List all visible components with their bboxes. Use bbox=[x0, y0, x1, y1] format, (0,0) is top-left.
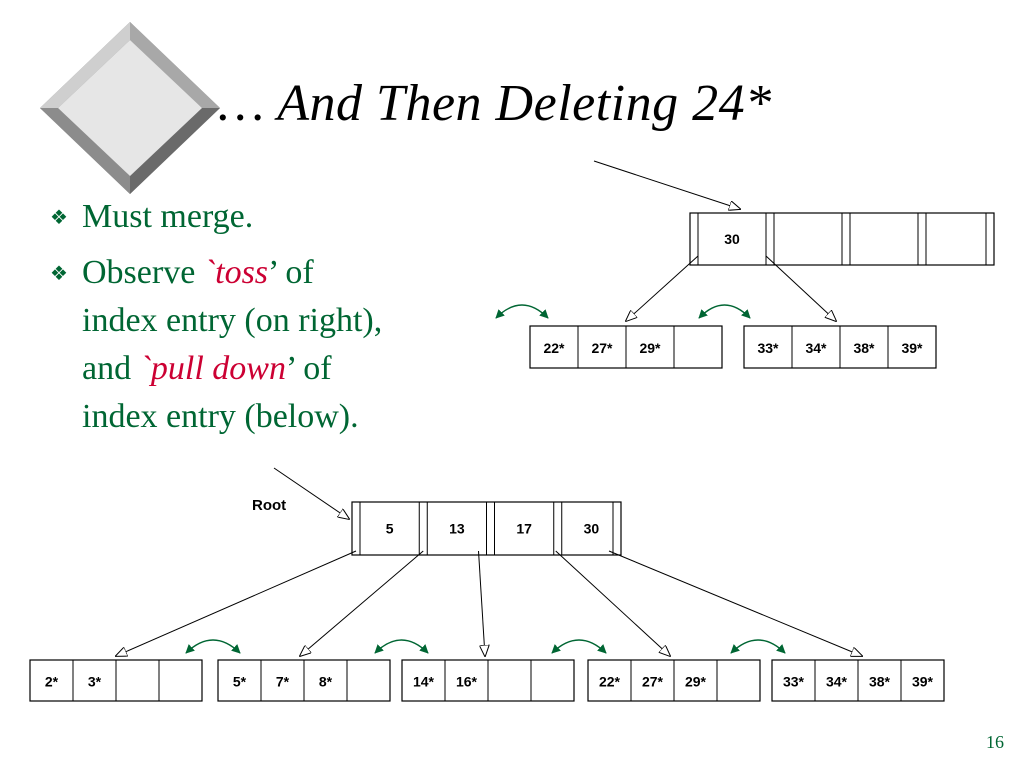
leaf-key: 33* bbox=[783, 674, 805, 690]
root-key: 5 bbox=[386, 521, 394, 537]
sibling-arrow bbox=[730, 639, 786, 654]
root-key: 13 bbox=[449, 521, 465, 537]
lower-tree: 5 13 17 30 2* 3* 5* 7* 8* 14* 16* 22* 27* 29* 33* 34* 38… bbox=[29, 467, 945, 702]
leaf-key: 33* bbox=[757, 340, 779, 356]
leaf-key: 7* bbox=[276, 674, 290, 690]
pointer-arrow bbox=[300, 550, 424, 656]
pointer-arrow bbox=[765, 255, 836, 321]
bullet-line: index entry (below). bbox=[82, 398, 359, 435]
sibling-arrow bbox=[374, 639, 429, 654]
leaf-key: 27* bbox=[591, 340, 613, 356]
pointer-arrow bbox=[626, 255, 699, 321]
text-run: Observe bbox=[82, 254, 204, 291]
index-key: 30 bbox=[724, 231, 740, 247]
root-label: Root bbox=[252, 497, 286, 514]
emphasis-text: `toss bbox=[203, 254, 269, 291]
root-key: 17 bbox=[516, 521, 532, 537]
diamond-logo bbox=[40, 22, 220, 194]
leaf-key: 22* bbox=[599, 674, 621, 690]
leaf-key: 22* bbox=[543, 340, 565, 356]
pointer-arrow bbox=[116, 550, 357, 656]
leaf-key: 8* bbox=[319, 674, 333, 690]
pointer-arrow bbox=[273, 467, 349, 519]
root-key: 30 bbox=[584, 521, 600, 537]
sibling-arrow bbox=[185, 639, 241, 654]
sibling-arrow bbox=[698, 304, 751, 319]
bullet-text: Must merge. bbox=[82, 198, 254, 235]
diamond-bullet-icon: ❖ bbox=[50, 261, 68, 285]
leaf-key: 29* bbox=[639, 340, 661, 356]
page-number: 16 bbox=[986, 732, 1004, 752]
pointer-arrow bbox=[555, 550, 670, 656]
leaf-key: 39* bbox=[912, 674, 934, 690]
sibling-arrow bbox=[551, 639, 607, 654]
leaf-key: 14* bbox=[413, 674, 435, 690]
leaf-key: 39* bbox=[901, 340, 923, 356]
leaf-key: 34* bbox=[805, 340, 827, 356]
bullet-line: index entry (on right), bbox=[82, 302, 383, 339]
leaf-key: 34* bbox=[826, 674, 848, 690]
diamond-bullet-icon: ❖ bbox=[50, 205, 68, 229]
text-run: ’ of bbox=[286, 350, 332, 387]
pointer-arrow bbox=[478, 550, 486, 656]
bullet-text: Observe `toss’ of index entry (on right)… bbox=[82, 249, 382, 441]
pointer-arrow bbox=[608, 550, 862, 656]
emphasis-text: `pull down bbox=[139, 350, 286, 387]
bullet-line: Observe `toss’ of bbox=[82, 249, 382, 297]
upper-tree: 30 22* 27* 29* 33* 34* 38* 39* bbox=[495, 160, 995, 369]
sibling-arrow bbox=[495, 304, 549, 319]
leaf-key: 5* bbox=[233, 674, 247, 690]
leaf-key: 16* bbox=[456, 674, 478, 690]
leaf-key: 2* bbox=[45, 674, 59, 690]
leaf-key: 38* bbox=[853, 340, 875, 356]
leaf-key: 38* bbox=[869, 674, 891, 690]
slide-title: … And Then Deleting 24* bbox=[218, 75, 772, 132]
leaf-key: 27* bbox=[642, 674, 664, 690]
text-run: ’ of bbox=[268, 254, 314, 291]
leaf-key: 3* bbox=[88, 674, 102, 690]
bullet-line: and `pull down’ of bbox=[82, 345, 382, 393]
text-run: and bbox=[82, 350, 140, 387]
leaf-key: 29* bbox=[685, 674, 707, 690]
pointer-arrow bbox=[593, 160, 740, 209]
